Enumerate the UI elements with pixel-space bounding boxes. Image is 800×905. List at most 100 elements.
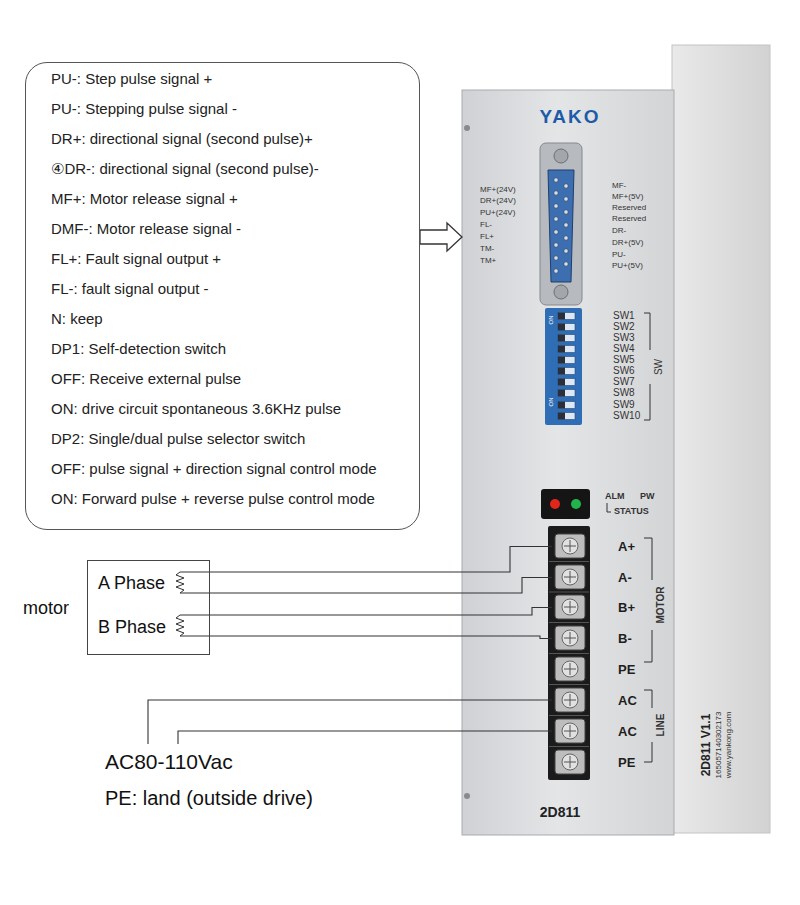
- pin-label: DR-: [612, 226, 626, 235]
- screw-slot: [564, 694, 576, 706]
- dip-switch: [545, 308, 582, 425]
- dip-slider: [558, 313, 565, 320]
- dip-slot: [558, 379, 575, 386]
- dip-slider: [558, 390, 565, 397]
- pin-label: DR+(24V): [480, 196, 516, 205]
- terminal-separator: [549, 715, 589, 716]
- switch-label: SW6: [613, 365, 635, 377]
- connector-pin: [554, 217, 558, 221]
- group-label: MOTOR: [655, 586, 667, 623]
- dip-slot: [558, 413, 575, 420]
- connector-pin: [564, 223, 568, 227]
- callout-line: DP2: Single/dual pulse selector switch: [51, 424, 305, 454]
- pin-label: Reserved: [612, 214, 646, 223]
- connector-pin: [564, 210, 568, 214]
- alarm-led: [550, 499, 560, 509]
- callout-line: DMF-: Motor release signal -: [51, 214, 241, 244]
- terminal-label: PE: [618, 749, 635, 777]
- terminal-screw: [555, 719, 585, 743]
- group-label: SW: [653, 359, 665, 375]
- db15-shell: [548, 170, 574, 282]
- switch-label: SW7: [613, 376, 635, 388]
- connector-pin: [554, 230, 558, 234]
- connector-pin: [564, 197, 568, 201]
- serial-number: 165057140302173: [714, 712, 723, 779]
- indicator-label: STATUS: [614, 506, 649, 516]
- coil-symbol: [176, 615, 210, 636]
- terminal-separator: [549, 561, 589, 562]
- dip-slider: [558, 402, 565, 409]
- terminal-label: PE: [618, 656, 635, 684]
- status-bracket: [607, 503, 611, 512]
- wire: [210, 608, 552, 616]
- panel-screw: [464, 793, 470, 799]
- callout-line: ④DR-: directional signal (second pulse)-: [51, 154, 319, 184]
- supply-wire: [178, 731, 552, 744]
- callout-box: PU-: Step pulse signal +PU-: Stepping pu…: [25, 62, 420, 530]
- pin-label: PU-: [612, 250, 626, 259]
- repeated-parts: [549, 178, 589, 774]
- connector-pin: [554, 256, 558, 260]
- screw-slot: [564, 663, 576, 675]
- pin-label: Reserved: [612, 203, 646, 212]
- dip-slot: [558, 346, 575, 353]
- switch-label: SW2: [613, 321, 635, 333]
- callout-line: DP1: Self-detection switch: [51, 334, 226, 364]
- connector-pin: [554, 204, 558, 208]
- terminal-label: AC: [618, 687, 637, 715]
- pin-label: MF+(5V): [612, 192, 643, 201]
- connector-pin: [554, 243, 558, 247]
- panel-screw: [464, 125, 470, 131]
- terminal-label: B+: [618, 594, 635, 622]
- screw-slot: [564, 601, 576, 613]
- terminal: A+: [552, 532, 652, 561]
- terminal-separator: [549, 746, 589, 747]
- motor-bracket: [644, 538, 652, 662]
- motor-box: motorA PhaseB Phase: [87, 560, 210, 655]
- connector-pin: [564, 249, 568, 253]
- dip-slot: [558, 402, 575, 409]
- terminal: AC: [552, 686, 652, 715]
- dip-slot: [558, 357, 575, 364]
- switch-mark: ON: [548, 316, 555, 325]
- supply-note: AC80-110Vac: [105, 750, 233, 774]
- driver-side-panel: [672, 45, 770, 833]
- connector-pin: [554, 191, 558, 195]
- screw-head: [562, 754, 578, 770]
- callout-line: ON: Forward pulse + reverse pulse contro…: [51, 484, 375, 514]
- model-name: 2D811: [540, 804, 580, 820]
- screw-slot: [564, 632, 576, 644]
- callout-line: OFF: Receive external pulse: [51, 364, 241, 394]
- dip-slider: [558, 324, 565, 331]
- callout-line: ON: drive circuit spontaneous 3.6KHz pul…: [51, 394, 341, 424]
- terminal: AC: [552, 717, 652, 746]
- supply-wire: [148, 700, 552, 744]
- motor-heading: motor: [23, 598, 69, 619]
- callout-line: OFF: pulse signal + direction signal con…: [51, 454, 377, 484]
- callout-line: DR+: directional signal (second pulse)+: [51, 124, 313, 154]
- coil-symbol: [176, 572, 210, 593]
- dip-slot: [558, 368, 575, 375]
- callout-line: FL+: Fault signal output +: [51, 244, 221, 274]
- terminal-separator: [549, 653, 589, 654]
- terminal: B+: [552, 593, 652, 622]
- switch-label: SW10: [613, 410, 640, 422]
- pin-label: PU+(24V): [480, 208, 515, 217]
- dip-slot: [558, 313, 575, 320]
- db15-screw: [554, 285, 568, 299]
- screw-head: [562, 538, 578, 554]
- indicator-label: PW: [640, 491, 655, 501]
- connector-pin: [564, 184, 568, 188]
- db15-screw: [554, 149, 568, 163]
- indicator-label: ALM: [605, 491, 625, 501]
- pin-label: MF+(24V): [480, 185, 516, 194]
- screw-head: [562, 661, 578, 677]
- screw-slot: [564, 725, 576, 737]
- driver-front-panel: [462, 90, 674, 835]
- wire: [210, 578, 552, 594]
- phase-label: A Phase: [98, 573, 165, 594]
- pin-label: FL+: [480, 232, 494, 241]
- callout-line: PU-: Stepping pulse signal -: [51, 94, 237, 124]
- terminal-label: AC: [618, 718, 637, 746]
